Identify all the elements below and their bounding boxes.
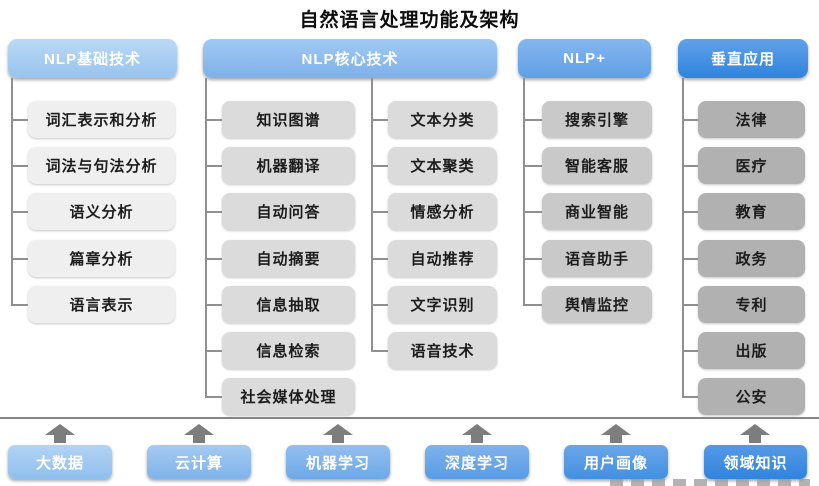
connector-line-vertical [682, 78, 684, 397]
nlp-plus-node: 智能客服 [523, 147, 652, 184]
core-tech-node: 语音技术 [371, 332, 497, 369]
vertical-app-node: 医疗 [682, 147, 805, 184]
up-arrow-icon [45, 424, 75, 443]
core-tech-node: 信息抽取 [205, 286, 355, 323]
core-tech-node: 机器翻译 [205, 147, 355, 184]
connector-line-core-left [205, 78, 207, 397]
vertical-app-node: 法律 [682, 101, 805, 138]
up-arrow-icon [184, 424, 214, 443]
up-arrow-icon [323, 424, 353, 443]
core-tech-node: 知识图谱 [205, 101, 355, 138]
core-tech-node: 情感分析 [371, 193, 497, 230]
core-tech-node: 自动推荐 [371, 240, 497, 277]
nlp-plus-node: 舆情监控 [523, 286, 652, 323]
nlp-plus-node: 语音助手 [523, 240, 652, 277]
vertical-app-node: 公安 [682, 378, 805, 415]
foundation-box-machine-learning: 机器学习 [286, 445, 390, 479]
core-tech-node: 自动问答 [205, 193, 355, 230]
basic-tech-node: 词法与句法分析 [11, 147, 175, 184]
core-tech-node: 文字识别 [371, 286, 497, 323]
separator-line [0, 417, 819, 419]
core-tech-node: 信息检索 [205, 332, 355, 369]
core-tech-node: 社会媒体处理 [205, 378, 355, 415]
column-header-core-tech: NLP核心技术 [203, 39, 497, 78]
connector-line-basic [11, 78, 13, 305]
up-arrow-icon [740, 424, 770, 443]
core-tech-node: 文本分类 [371, 101, 497, 138]
basic-tech-node: 语言表示 [11, 286, 175, 323]
core-tech-node: 自动摘要 [205, 240, 355, 277]
basic-tech-node: 篇章分析 [11, 240, 175, 277]
basic-tech-node: 词汇表示和分析 [11, 101, 175, 138]
vertical-app-node: 政务 [682, 240, 805, 277]
diagram-title: 自然语言处理功能及架构 [299, 10, 520, 31]
vertical-app-node: 出版 [682, 332, 805, 369]
foundation-box-user-profile: 用户画像 [564, 445, 668, 479]
column-header-vertical-apps: 垂直应用 [678, 39, 808, 78]
foundation-box-cloud-computing: 云计算 [147, 445, 251, 479]
up-arrow-icon [462, 424, 492, 443]
vertical-app-node: 教育 [682, 193, 805, 230]
column-header-basic-tech: NLP基础技术 [8, 39, 177, 78]
watermark-remnant [610, 479, 810, 486]
foundation-box-domain-knowledge: 领域知识 [704, 445, 807, 479]
column-header-nlp-plus: NLP+ [518, 39, 651, 78]
basic-tech-node: 语义分析 [11, 193, 175, 230]
foundation-box-big-data: 大数据 [8, 445, 112, 479]
connector-line-core-right [371, 78, 373, 351]
nlp-plus-node: 搜索引擎 [523, 101, 652, 138]
core-tech-node: 文本聚类 [371, 147, 497, 184]
vertical-app-node: 专利 [682, 286, 805, 323]
up-arrow-icon [601, 424, 631, 443]
connector-line-nlp-plus [523, 78, 525, 305]
foundation-box-deep-learning: 深度学习 [425, 445, 529, 479]
nlp-plus-node: 商业智能 [523, 193, 652, 230]
